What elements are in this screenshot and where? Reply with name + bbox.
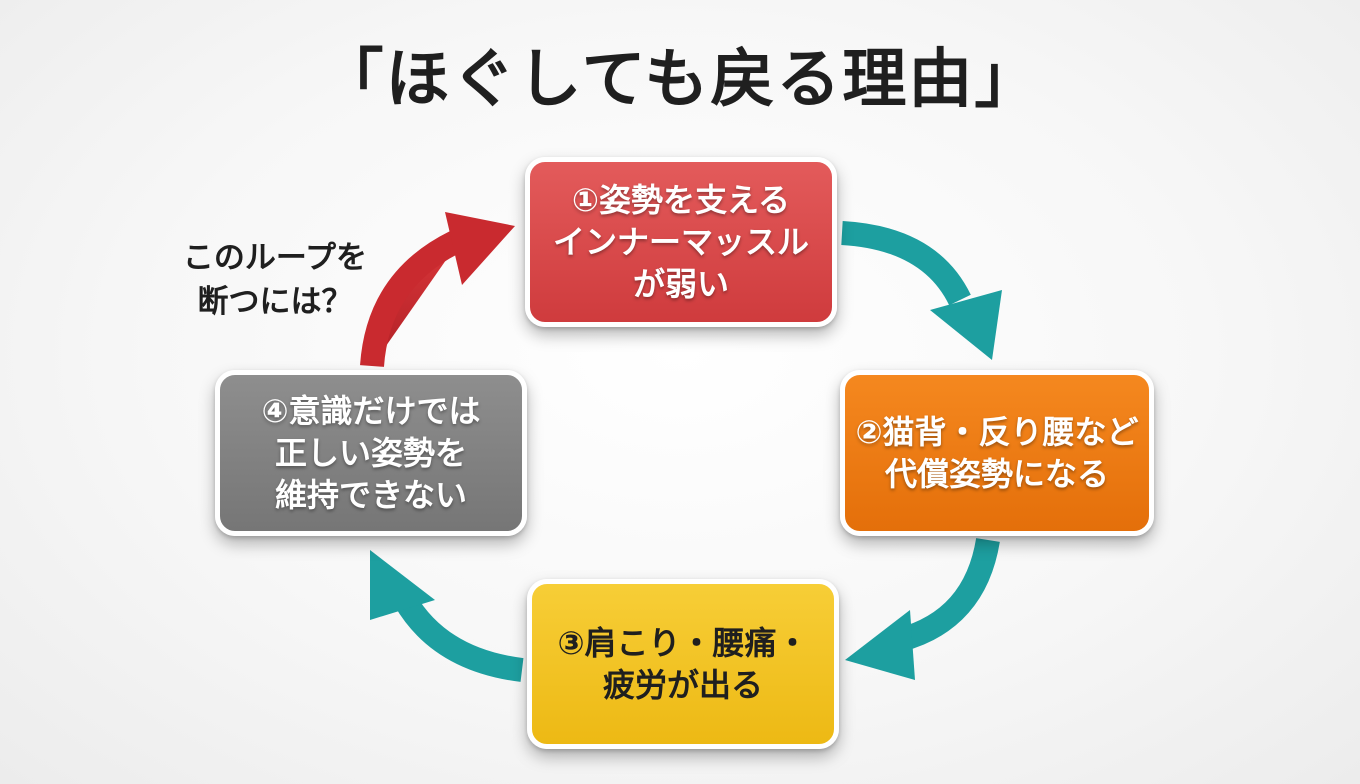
page-title: 「ほぐしても戻る理由」 (319, 43, 1041, 117)
step-1-box: ①姿勢を支える インナーマッスル が弱い (525, 157, 837, 327)
loop-question-text: このループを 断つには？ (182, 240, 368, 320)
step-3-box: ③肩こり・腰痛・ 疲労が出る (527, 579, 839, 749)
step-2-box: ②猫背・反り腰など 代償姿勢になる (840, 370, 1154, 536)
step-2-label: ②猫背・反り腰など 代償姿勢になる (855, 413, 1139, 493)
arrow-step4-to-step1-icon (360, 212, 515, 368)
arrow-step2-to-step3-icon (845, 537, 1000, 680)
step-1-label: ①姿勢を支える インナーマッスル が弱い (552, 181, 809, 303)
arrow-step3-to-step4-icon (370, 550, 524, 682)
step-3-label: ③肩こり・腰痛・ 疲労が出る (557, 624, 809, 704)
step-4-label: ④意識だけでは 正しい姿勢を 維持できない (261, 392, 481, 514)
step-4-box: ④意識だけでは 正しい姿勢を 維持できない (215, 370, 527, 536)
arrow-step1-to-step2-icon (841, 221, 1002, 360)
